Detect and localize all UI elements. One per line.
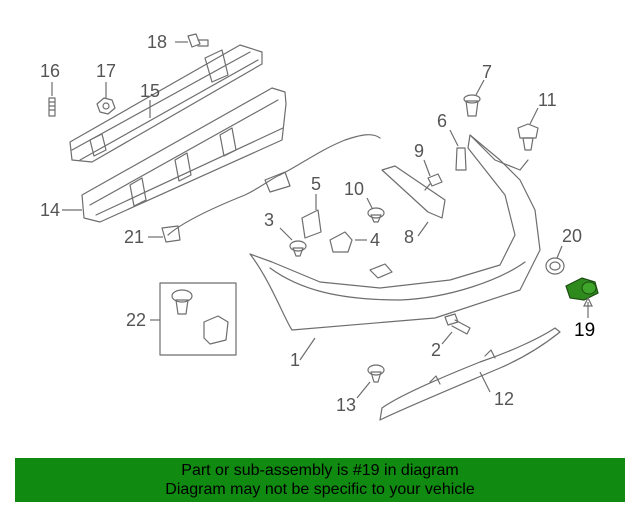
callout-14: 14 xyxy=(40,200,60,220)
callout-labels: 18 16 17 15 14 21 5 4 3 10 9 6 7 11 8 1 … xyxy=(40,32,595,415)
part-9-screw[interactable] xyxy=(424,173,443,191)
part-18-bolt[interactable] xyxy=(187,33,209,48)
part-4-bracket[interactable] xyxy=(329,231,353,253)
callout-3: 3 xyxy=(264,210,274,230)
callout-5: 5 xyxy=(311,174,321,194)
part-5-bracket[interactable] xyxy=(301,209,322,239)
callout-15: 15 xyxy=(140,81,160,101)
part-3-push-pin[interactable] xyxy=(289,240,307,257)
callout-16: 16 xyxy=(40,61,60,81)
callout-18: 18 xyxy=(147,32,167,52)
parts-diagram: 18 16 17 15 14 21 5 4 3 10 9 6 7 11 8 1 … xyxy=(40,32,599,421)
callout-9: 9 xyxy=(414,141,424,161)
callout-1: 1 xyxy=(290,350,300,370)
callout-20: 20 xyxy=(562,226,582,246)
callout-4: 4 xyxy=(370,230,380,250)
part-17-nut[interactable] xyxy=(96,97,116,115)
part-14-energy-absorber[interactable] xyxy=(81,87,287,223)
part-20-sensor-bezel[interactable] xyxy=(545,257,565,275)
info-banner: Part or sub-assembly is #19 in diagram D… xyxy=(15,458,625,502)
part-2-bolt[interactable] xyxy=(444,313,471,335)
part-15-reinforcement-beam[interactable] xyxy=(69,44,263,163)
leader-lines xyxy=(51,41,593,399)
callout-8: 8 xyxy=(404,227,414,247)
part-12-valance[interactable] xyxy=(379,327,561,421)
part-13-push-pin[interactable] xyxy=(367,364,385,383)
callout-2: 2 xyxy=(431,340,441,360)
callout-6: 6 xyxy=(437,111,447,131)
callout-13: 13 xyxy=(336,395,356,415)
callout-19: 19 xyxy=(574,320,595,341)
banner-line-2: Diagram may not be specific to your vehi… xyxy=(165,481,475,498)
part-7-clip[interactable] xyxy=(463,94,481,117)
part-21-wiring-harness[interactable] xyxy=(161,134,381,243)
callout-11: 11 xyxy=(538,90,557,110)
callout-21: 21 xyxy=(124,227,144,247)
part-6-retainer[interactable] xyxy=(455,147,467,171)
banner-line-1: Part or sub-assembly is #19 in diagram xyxy=(181,462,459,479)
part-11-clip[interactable] xyxy=(517,123,539,151)
part-22-fastener-kit[interactable] xyxy=(159,282,237,356)
part-1-bumper-cover[interactable] xyxy=(249,134,541,331)
callout-22: 22 xyxy=(126,310,146,330)
callout-12: 12 xyxy=(494,389,514,409)
callout-17: 17 xyxy=(96,61,116,81)
callout-7: 7 xyxy=(482,62,492,82)
part-8-bracket[interactable] xyxy=(381,165,446,219)
callout-10: 10 xyxy=(344,179,364,199)
part-16-stud[interactable] xyxy=(48,97,56,117)
part-10-push-pin[interactable] xyxy=(367,207,385,223)
part-19-parking-sensor[interactable] xyxy=(565,277,599,301)
